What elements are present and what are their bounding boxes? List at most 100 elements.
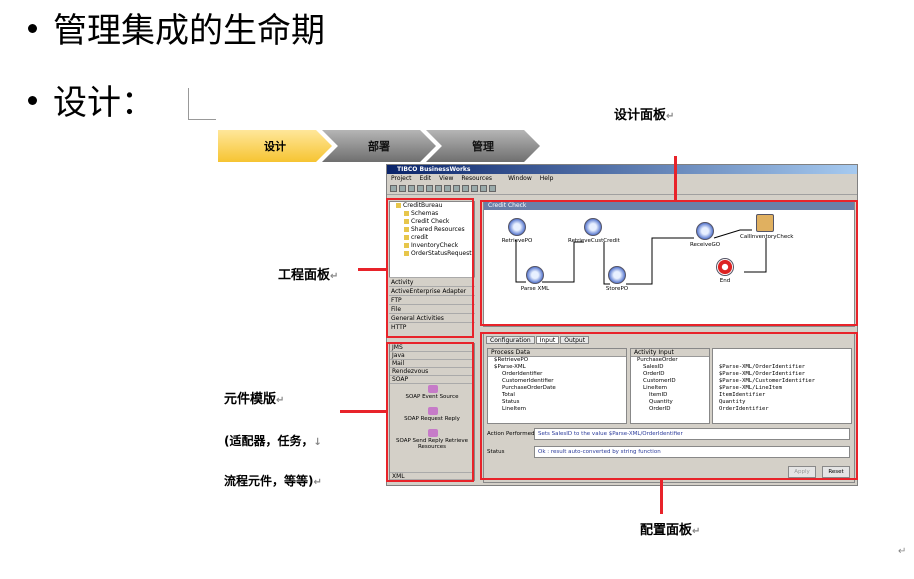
run-icon[interactable]	[453, 185, 460, 192]
tree-item[interactable]: Shared Resources	[390, 226, 474, 234]
palette-connector-line	[340, 410, 386, 413]
status-text: Ok : result auto-converted by string fun…	[534, 446, 850, 458]
list-item[interactable]: $RetrievePO	[494, 357, 529, 363]
tree-item[interactable]: credit	[390, 234, 474, 242]
call-process-icon	[756, 214, 774, 232]
list-item[interactable]: OrderIdentifier	[502, 371, 543, 377]
mapping-value[interactable]: ItemIdentifier	[719, 392, 766, 398]
menu-edit[interactable]: Edit	[419, 175, 432, 182]
parse-icon	[526, 266, 544, 284]
resource-palette: JMS Java Mail Rendezvous SOAP SOAP Event…	[389, 343, 475, 481]
menu-window[interactable]: Window	[508, 175, 532, 182]
save-icon[interactable]	[408, 185, 415, 192]
project-panel-highlight	[386, 198, 474, 338]
action-text: Sets SalesID to the value $Parse-XML/Ord…	[534, 428, 850, 440]
action-label: Action Performed	[487, 431, 535, 437]
list-item[interactable]: OrderID	[643, 371, 665, 377]
palette-highlight	[386, 342, 474, 482]
config-panel-highlight	[480, 332, 858, 480]
bullet-design-text: 设计：	[53, 83, 155, 123]
open-icon[interactable]	[399, 185, 406, 192]
palette-group[interactable]: ActiveEnterprise Adapter	[389, 286, 475, 295]
tree-item[interactable]: Credit Check	[390, 218, 474, 226]
mapping-value[interactable]: $Parse-XML/CustomerIdentifier	[719, 378, 816, 384]
cut-icon[interactable]	[417, 185, 424, 192]
palette-group[interactable]: HTTP	[389, 322, 475, 331]
mapping-value[interactable]: $Parse-XML/OrderIdentifier	[719, 364, 806, 370]
resource-group[interactable]: XML	[390, 472, 474, 480]
copy-icon[interactable]	[426, 185, 433, 192]
tab-output[interactable]: Output	[560, 336, 590, 344]
link-icon[interactable]	[480, 185, 487, 192]
mapping-value[interactable]: $Parse-XML/OrderIdentifier	[719, 371, 806, 377]
list-item[interactable]: CustomerIdentifier	[502, 378, 554, 384]
list-item[interactable]: LineItem	[643, 385, 667, 391]
list-item[interactable]: Quantity	[649, 399, 673, 405]
tree-item[interactable]: CreditBureau	[390, 202, 474, 210]
bullet-design: 设计：	[28, 86, 155, 120]
palette-group[interactable]: General Activities	[389, 313, 475, 322]
apply-button[interactable]: Apply	[788, 466, 816, 478]
retrieve-icon	[508, 218, 526, 236]
resource-item[interactable]: SOAP Request Reply	[390, 406, 474, 428]
resource-group[interactable]: Java	[390, 352, 474, 360]
reset-button[interactable]: Reset	[822, 466, 850, 478]
resource-item[interactable]: SOAP Event Source	[390, 384, 474, 406]
tree-item[interactable]: Schemas	[390, 210, 474, 218]
flow-node[interactable]: Parse XML	[510, 266, 560, 292]
list-item[interactable]: PurchaseOrderDate	[502, 385, 556, 391]
list-item[interactable]: LineItem	[502, 406, 526, 412]
list-item[interactable]: Total	[502, 392, 515, 398]
tab-input[interactable]: Input	[535, 336, 560, 344]
select-icon[interactable]	[471, 185, 478, 192]
menu-view[interactable]: View	[439, 175, 454, 182]
list-item[interactable]: $Parse-XML	[494, 364, 526, 370]
stop-icon[interactable]	[462, 185, 469, 192]
new-icon[interactable]	[390, 185, 397, 192]
palette-group[interactable]: Activity	[389, 277, 475, 286]
mapping-value[interactable]: OrderIdentifier	[719, 406, 769, 412]
menu-resources[interactable]: Resources	[461, 175, 493, 182]
paragraph-mark: ↵	[898, 546, 907, 557]
menu-help[interactable]: Help	[539, 175, 554, 182]
resource-group[interactable]: JMS	[390, 344, 474, 352]
design-canvas[interactable]: Credit Check RetrievePO RetrieveCustCred…	[483, 201, 855, 327]
label-project-panel: 工程面板↵	[278, 268, 339, 283]
delete-icon[interactable]	[444, 185, 451, 192]
menu-project[interactable]: Project	[391, 175, 412, 182]
mapping-value[interactable]: Quantity	[719, 399, 746, 405]
resource-group[interactable]: Mail	[390, 360, 474, 368]
mapping-value[interactable]: $Parse-XML/LineItem	[719, 385, 782, 391]
design-connector-line	[674, 156, 677, 202]
flow-node[interactable]: ReceiveGO	[680, 222, 730, 248]
label-palette-note1: (适配器，任务，↓	[224, 434, 322, 448]
resource-item[interactable]: SOAP Send Reply Retrieve Resources	[390, 428, 474, 458]
list-item[interactable]: ItemID	[649, 392, 668, 398]
list-item[interactable]: OrderID	[649, 406, 671, 412]
project-connector-line	[358, 268, 386, 271]
align-icon[interactable]	[489, 185, 496, 192]
flow-node[interactable]: StorePO	[592, 266, 642, 292]
tree-item[interactable]: InventoryCheck	[390, 242, 474, 250]
tab-configuration[interactable]: Configuration	[486, 336, 535, 344]
mapping-pane: $Parse-XML/OrderIdentifier $Parse-XML/Or…	[712, 348, 852, 424]
palette-group[interactable]: FTP	[389, 295, 475, 304]
tree-item[interactable]: OrderStatusRequest	[390, 250, 474, 258]
flow-node[interactable]: RetrieveCustCredit	[568, 218, 620, 244]
list-item[interactable]: Status	[502, 399, 520, 405]
label-palette-panel: 元件模版↵	[224, 392, 285, 407]
database-icon	[584, 218, 602, 236]
palette-group[interactable]: File	[389, 304, 475, 313]
paste-icon[interactable]	[435, 185, 442, 192]
status-label: Status	[487, 449, 505, 455]
resource-group[interactable]: SOAP	[390, 376, 474, 384]
list-item[interactable]: SalesID	[643, 364, 664, 370]
flow-node[interactable]: End	[700, 258, 750, 284]
list-item[interactable]: PurchaseOrder	[637, 357, 678, 363]
store-icon	[608, 266, 626, 284]
resource-group[interactable]: Rendezvous	[390, 368, 474, 376]
process-data-label: Process Data	[488, 349, 626, 357]
flow-node[interactable]: RetrievePO	[492, 218, 542, 244]
flow-node[interactable]: CallInventoryCheck	[740, 214, 793, 240]
list-item[interactable]: CustomerID	[643, 378, 676, 384]
